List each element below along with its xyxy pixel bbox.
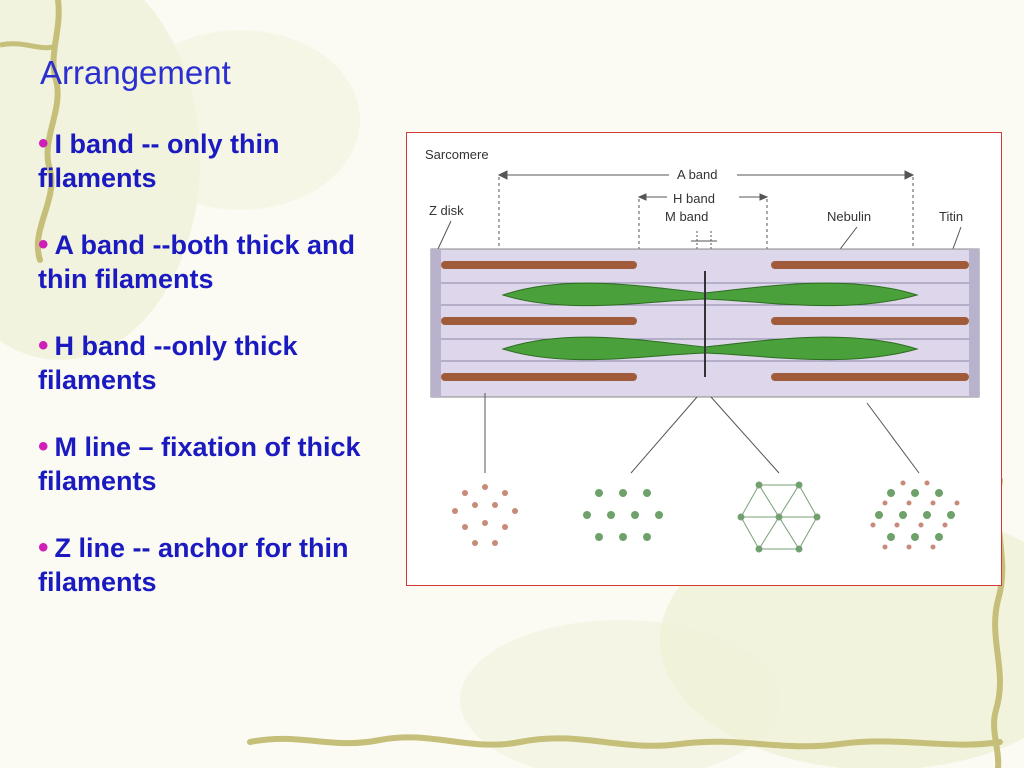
z-disk-right — [969, 249, 979, 397]
label-nebulin: Nebulin — [827, 209, 871, 224]
z-disk-left — [431, 249, 441, 397]
label-z-disk: Z disk — [429, 203, 464, 218]
bullet-text: M line – fixation of thick filaments — [38, 432, 361, 496]
thick-filaments — [501, 282, 919, 361]
bullet-text: H band --only thick filaments — [38, 331, 298, 395]
bullet-text: I band -- only thin filaments — [38, 129, 280, 193]
label-h-band: H band — [673, 191, 715, 206]
bullet-a-band: •A band --both thick and thin filaments — [38, 228, 388, 296]
cross-section-thick-h — [583, 489, 663, 541]
bullet-dot-icon: • — [38, 329, 49, 362]
bullet-dot-icon: • — [38, 228, 49, 261]
label-sarcomere: Sarcomere — [425, 147, 489, 162]
a-band-arrow — [497, 170, 915, 251]
label-a-band: A band — [677, 167, 718, 182]
bullet-list: •I band -- only thin filaments •A band -… — [38, 127, 388, 632]
bullet-dot-icon: • — [38, 127, 49, 160]
bullet-dot-icon: • — [38, 531, 49, 564]
bullet-text: Z line -- anchor for thin filaments — [38, 533, 349, 597]
label-m-band: M band — [665, 209, 708, 224]
cross-section-pointers — [484, 393, 920, 474]
thin-filaments — [441, 261, 969, 381]
sarcomere-figure: Sarcomere A band H band M band Z disk Ne… — [406, 132, 1002, 586]
cross-section-overlap — [870, 480, 960, 550]
label-titin: Titin — [939, 209, 963, 224]
sarcomere-diagram: Sarcomere A band H band M band Z disk Ne… — [425, 147, 980, 553]
slide-title: Arrangement — [40, 54, 231, 91]
bullet-text: A band --both thick and thin filaments — [38, 230, 355, 294]
bullet-m-line: •M line – fixation of thick filaments — [38, 430, 388, 498]
cross-section-thin — [452, 484, 518, 546]
h-band-arrow — [637, 193, 769, 251]
bullet-h-band: •H band --only thick filaments — [38, 329, 388, 397]
bullet-dot-icon: • — [38, 430, 49, 463]
cross-section-m-line — [737, 481, 821, 553]
bullet-z-line: •Z line -- anchor for thin filaments — [38, 531, 388, 599]
bullet-i-band: •I band -- only thin filaments — [38, 127, 388, 195]
